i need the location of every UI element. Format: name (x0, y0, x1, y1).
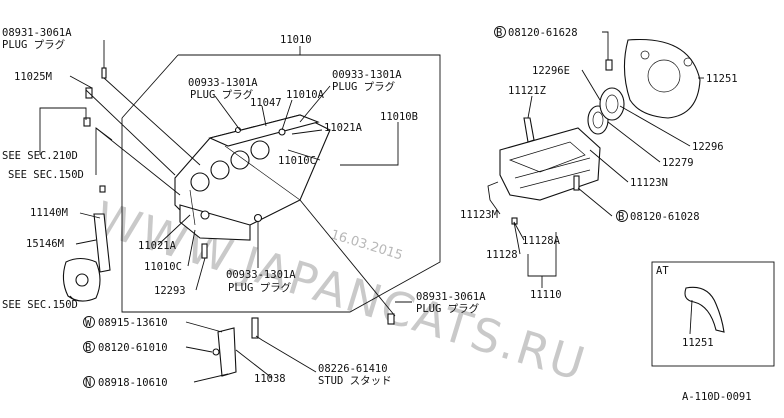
label-plug-c: PLUG プラグ (228, 281, 292, 294)
at-plate-icon (684, 286, 725, 333)
label-stud: STUD スタッド (318, 375, 392, 387)
label-11110: 11110 (530, 289, 562, 301)
bracket-icon (212, 317, 259, 377)
label-15146m: 15146M (26, 238, 64, 250)
label-11025m: 11025M (14, 71, 52, 83)
label-08226: 08226-61410 (318, 363, 388, 375)
oil-pump-icon (62, 213, 111, 302)
label-12293: 12293 (154, 285, 186, 297)
label-08120-010: 08120-61010 (98, 342, 168, 354)
label-11010a: 11010A (286, 89, 325, 101)
label-08120-628: 08120-61628 (508, 27, 578, 39)
marker-b-left: B (85, 342, 91, 354)
label-plug-bot: PLUG プラグ (416, 302, 480, 315)
label-11123m: 11123M (460, 209, 498, 221)
label-plug-b: PLUG プラグ (332, 80, 396, 93)
label-11251-top: 11251 (706, 73, 738, 85)
label-11121z: 11121Z (508, 85, 546, 97)
label-11010c-l: 11010C (144, 261, 182, 273)
label-08931-top: 08931-3061A (2, 27, 72, 39)
label-12296: 12296 (692, 141, 724, 153)
oil-pan-icon (499, 117, 601, 225)
marker-n: N (85, 377, 91, 389)
label-11140m: 11140M (30, 207, 68, 219)
label-plug-a: PLUG プラグ (190, 88, 254, 101)
label-11251-at: 11251 (682, 337, 714, 349)
at-inset-frame (651, 261, 775, 367)
label-00933-a: 00933-1301A (188, 77, 258, 89)
label-08918: 08918-10610 (98, 377, 168, 389)
label-00933-c: 00933-1301A (226, 269, 296, 281)
label-11010c-r: 11010C (278, 155, 316, 167)
label-11021a-r: 11021A (324, 122, 363, 134)
cylinder-block-icon (174, 114, 331, 241)
diagram-code: A-110D-0091 (682, 391, 752, 403)
marker-b-right: B (618, 211, 624, 223)
label-11038: 11038 (254, 373, 286, 385)
label-08931-bot: 08931-3061A (416, 291, 486, 303)
label-inset-at: AT (656, 265, 669, 277)
label-plug-top: PLUG プラグ (2, 38, 66, 51)
label-11021a-l: 11021A (138, 240, 177, 252)
label-see-210d: SEE SEC.210D (2, 150, 78, 162)
label-08120-028: 08120-61028 (630, 211, 700, 223)
label-12296e: 12296E (532, 65, 570, 77)
date-stamp: 16.03.2015 (329, 227, 405, 263)
label-11123n: 11123N (630, 177, 668, 189)
marker-b-top: B (496, 27, 502, 39)
label-12279: 12279 (662, 157, 694, 169)
label-08915: 08915-13610 (98, 317, 168, 329)
label-11010b: 11010B (380, 111, 418, 123)
rear-plate-icon (605, 38, 701, 119)
label-11128: 11128 (486, 249, 518, 261)
label-11010: 11010 (280, 34, 312, 46)
marker-w: W (85, 317, 92, 329)
block-group-frame (121, 54, 441, 313)
label-11128a: 11128A (522, 235, 561, 247)
label-see-150d-a: SEE SEC.150D (8, 169, 84, 181)
label-11047: 11047 (250, 97, 282, 109)
label-see-150d-b: SEE SEC.150D (2, 299, 78, 311)
label-00933-b: 00933-1301A (332, 69, 402, 81)
rear-oil-seal-icon (587, 87, 625, 135)
